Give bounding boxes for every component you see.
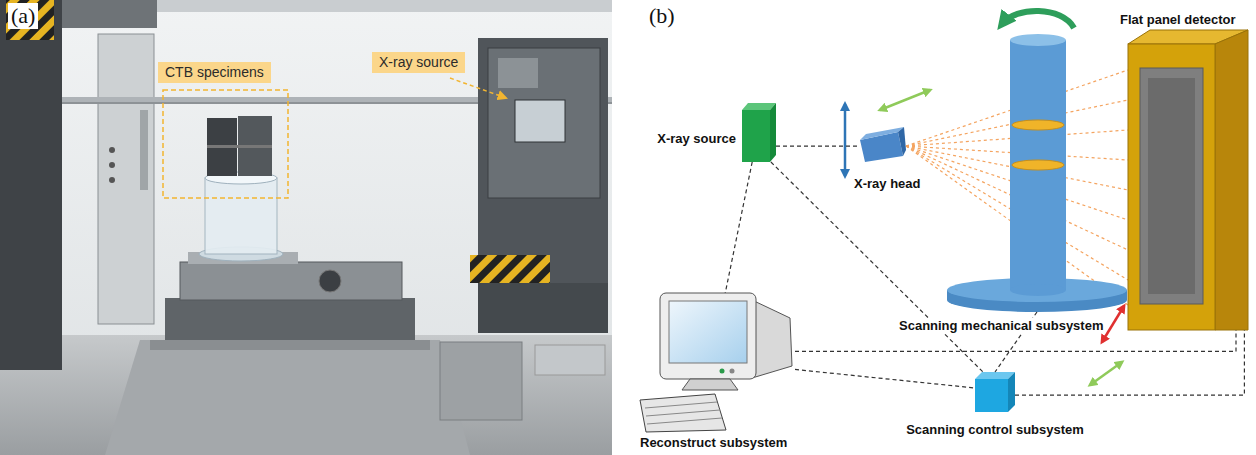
dashed-connector: [776, 145, 858, 146]
panel-letter: (a): [8, 3, 38, 29]
vertical-motion-arrow: [844, 104, 847, 176]
panel-button: [109, 177, 115, 183]
source-cube-side: [770, 103, 776, 162]
panel-button: [109, 162, 115, 168]
dashed-connector: [771, 162, 983, 372]
sample-column: [1010, 40, 1066, 290]
control-cube-side: [1008, 372, 1015, 412]
leader-arrow: [450, 78, 506, 98]
sample-column-top: [1010, 34, 1066, 46]
dashed-connector: [795, 330, 1236, 351]
control-plate: [498, 58, 538, 88]
hazard-stripes: [6, 0, 54, 40]
top-beam: [62, 0, 157, 28]
glass-holder: [205, 178, 277, 254]
horizontal-motion-arrow: [880, 90, 930, 110]
scanning-control-unit: Scanning control subsystem: [975, 372, 1015, 412]
monitor-button: [730, 369, 735, 374]
dashed-connector: [725, 162, 752, 293]
lab-wall: [0, 0, 612, 455]
control-cube-top: [975, 372, 1015, 379]
xray-source-cabinet: [478, 38, 608, 333]
detector-motion-arrow: [1090, 362, 1122, 385]
source-window: [515, 100, 565, 142]
keyboard: [640, 394, 726, 432]
front-platform: [105, 340, 470, 455]
node-label: Reconstruct subsystem: [640, 435, 787, 450]
key-row: [646, 410, 720, 416]
detector-front: [1128, 44, 1215, 330]
detector-side: [1215, 30, 1248, 330]
turntable-base: [165, 298, 415, 340]
specimen-frame: [163, 90, 288, 198]
xray-head-side: [898, 127, 906, 156]
label-holder: (a): [8, 3, 38, 29]
panel-letter: (b): [646, 3, 678, 29]
xray-source-unit: X-ray source: [742, 103, 776, 162]
left-panel: [98, 34, 154, 324]
radiator: [535, 345, 605, 375]
node-label: Flat panel detector: [1120, 12, 1236, 27]
left-column: [0, 0, 62, 370]
cabinet-front: [488, 48, 600, 198]
floor-box: [440, 342, 522, 420]
photo-tag: CTB specimens: [158, 62, 271, 83]
scanning-mechanical-subsystem: Scanning mechanical subsystem: [947, 32, 1127, 312]
monitor-casing: [752, 300, 792, 378]
scan-slice: [1012, 160, 1064, 170]
scan-slice: [1012, 120, 1064, 130]
rotation-arrow: [1002, 11, 1074, 28]
flat-panel-detector: Flat panel detector: [1128, 30, 1248, 330]
detector-screen: [1140, 68, 1203, 304]
xray-head: X-ray head: [858, 130, 906, 162]
node-label: X-ray source: [657, 131, 736, 146]
dashed-connector: [1015, 330, 1244, 395]
reconstruct-computer: Reconstruct subsystem: [640, 293, 795, 432]
stage-port: [319, 270, 341, 292]
photo-tag: X-ray source: [372, 52, 465, 73]
panel-handle: [140, 110, 148, 190]
cabinet-base: [478, 283, 608, 333]
sample-column-bottom: [1010, 284, 1066, 296]
source-cube-front: [742, 110, 770, 162]
node-label: Scanning mechanical subsystem: [897, 318, 1105, 333]
specimen-joint: [207, 145, 272, 148]
node-label: X-ray head: [854, 176, 920, 191]
hazard-stripes: [470, 255, 550, 283]
dashed-connector: [795, 369, 975, 388]
detector-screen-inner: [1148, 78, 1195, 294]
panel-button: [109, 147, 115, 153]
platform-edge: [150, 340, 430, 350]
connector-group: [725, 146, 1244, 395]
monitor-frame: [660, 293, 756, 379]
node-label: X-ray source: [379, 54, 458, 71]
monitor-button: [720, 369, 725, 374]
node-label: Scanning control subsystem: [906, 422, 1084, 437]
node-label: CTB specimens: [165, 64, 264, 81]
monitor-stand: [682, 379, 738, 390]
label-holder: (b): [646, 3, 678, 29]
lab-floor: [0, 335, 612, 455]
key-row: [645, 402, 717, 408]
control-cube-front: [975, 379, 1008, 412]
key-row: [647, 418, 722, 424]
turntable-stage: [180, 262, 402, 300]
monitor-screen: [669, 301, 747, 363]
xray-head-top: [860, 127, 904, 140]
